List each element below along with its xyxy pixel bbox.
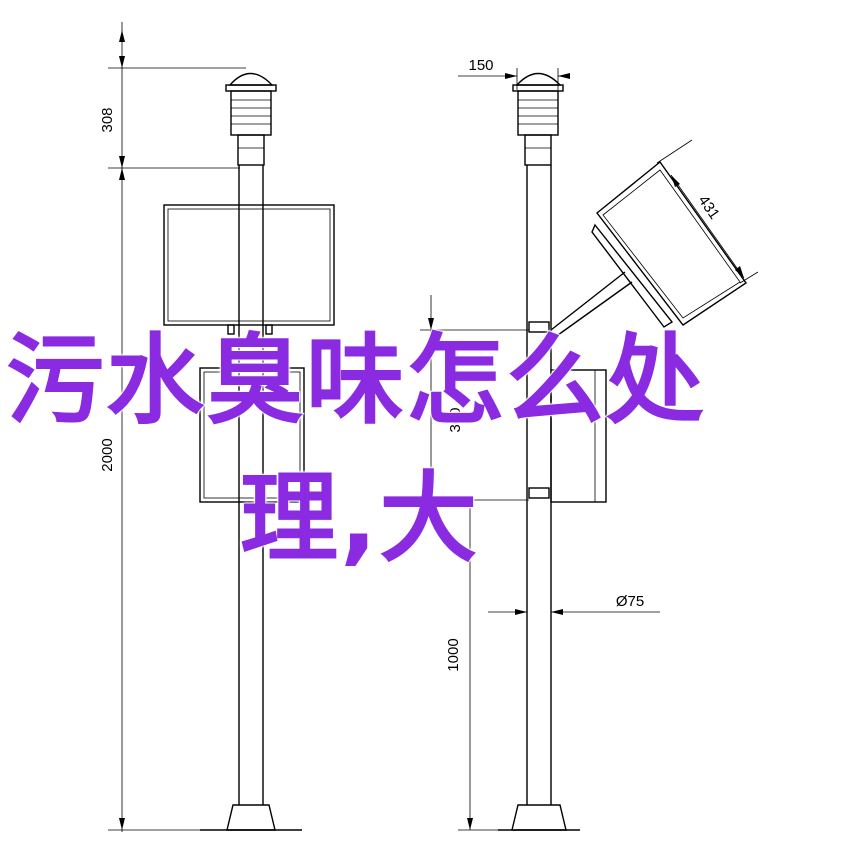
dim-right-panel: 431	[695, 192, 723, 222]
dim-right-lower: 1000	[445, 638, 462, 671]
left-cabinet	[199, 367, 305, 503]
left-view: 308 2000	[99, 22, 335, 832]
left-sensor-head	[225, 72, 277, 166]
dim-left-total: 2000	[99, 438, 116, 471]
left-upper-panel	[163, 204, 335, 335]
dim-left-top: 308	[99, 107, 116, 132]
left-dimensions: 308 2000	[99, 22, 246, 832]
right-solar-panel	[528, 160, 747, 341]
right-cabinet	[528, 369, 607, 503]
dim-right-box: 300	[447, 407, 464, 432]
right-dimensions: 150 431 300 1000	[420, 57, 759, 831]
overlay-title-line1: 污水臭味怎么处	[5, 324, 707, 438]
right-view: 150 431 300 1000	[420, 57, 759, 831]
right-sensor-head	[512, 72, 564, 166]
overlay-title-line2: 理,大	[239, 462, 480, 576]
dim-right-width: 150	[468, 57, 493, 74]
dim-right-diameter: Ø75	[616, 593, 644, 610]
